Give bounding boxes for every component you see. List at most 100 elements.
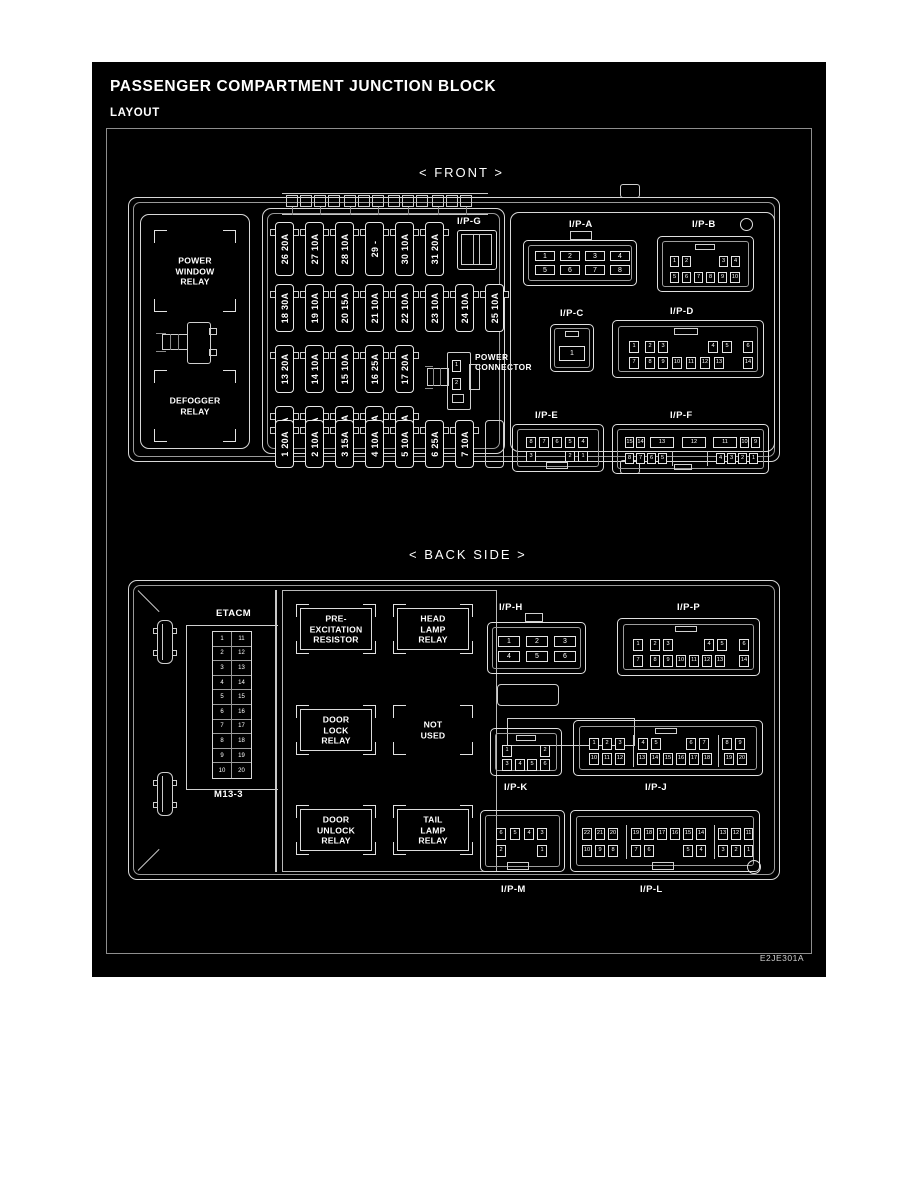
etacm-pin[interactable]: 4	[213, 675, 232, 691]
etacm-pin[interactable]: 17	[232, 720, 251, 735]
pin-ipj-20[interactable]: 20	[737, 753, 747, 765]
pin-ipp-3[interactable]: 3	[663, 639, 673, 651]
fuse-22[interactable]: 22 10A	[390, 284, 419, 332]
pin-ipb-10[interactable]: 10	[730, 272, 740, 283]
pin-ipa-4[interactable]: 4	[610, 251, 630, 261]
connector-ipk[interactable]: 1 2 3 4 5 6	[490, 728, 562, 776]
pin-ipb-3[interactable]: 3	[719, 256, 728, 267]
etacm-pin[interactable]: 3	[213, 661, 232, 676]
pin-ipl-21[interactable]: 21	[595, 828, 605, 840]
pin-ipl-15[interactable]: 15	[683, 828, 693, 840]
pin-ipl-16[interactable]: 16	[670, 828, 680, 840]
etacm-pin[interactable]: 5	[213, 690, 232, 705]
pin-ipa-5[interactable]: 5	[535, 265, 555, 275]
pin-ipp-10[interactable]: 10	[676, 655, 686, 667]
pin-ipd-3[interactable]: 3	[658, 341, 668, 353]
pin-ipj-13[interactable]: 13	[637, 753, 647, 765]
pin-ipf-1[interactable]: 1	[749, 453, 758, 464]
pin-ipa-2[interactable]: 2	[560, 251, 580, 261]
pin-ipl-12[interactable]: 12	[731, 828, 741, 840]
pin-ipj-14[interactable]: 14	[650, 753, 660, 765]
connector-ipc[interactable]: 1	[550, 324, 594, 372]
pin-ipp-14[interactable]: 14	[739, 655, 749, 667]
relay-slot-pre-excitation-resistor[interactable]: PRE- EXCITATION RESISTOR	[296, 604, 376, 654]
connector-ipa[interactable]: 1 2 3 4 5 6 7 8	[523, 231, 637, 286]
fuse-27[interactable]: 27 10A	[300, 222, 329, 276]
connector-ipm[interactable]: 6 5 4 3 2 1	[480, 810, 565, 872]
fuse-18[interactable]: 18 30A	[270, 284, 299, 332]
pin-ipf-15[interactable]: 15	[625, 437, 634, 448]
pin-ipj-16[interactable]: 16	[676, 753, 686, 765]
etacm-pin[interactable]: 10	[213, 763, 232, 778]
etacm-pin[interactable]: 18	[232, 734, 251, 749]
pin-ipl-20[interactable]: 20	[608, 828, 618, 840]
pin-ipf-8[interactable]: 8	[625, 453, 634, 464]
fuse-31[interactable]: 31 20A	[420, 222, 449, 276]
pin-iph-4[interactable]: 4	[498, 651, 520, 662]
pin-ipb-6[interactable]: 6	[682, 272, 691, 283]
etacm-pin[interactable]: 16	[232, 705, 251, 720]
fuse-24[interactable]: 24 10A	[450, 284, 479, 332]
pin-ipf-10[interactable]: 10	[740, 437, 749, 448]
pin-ipd-2[interactable]: 2	[645, 341, 655, 353]
pin-ipk-4[interactable]: 4	[515, 759, 525, 771]
pin-ipf-5[interactable]: 5	[658, 453, 667, 464]
pin-ipb-4[interactable]: 4	[731, 256, 740, 267]
pin-ipp-4[interactable]: 4	[704, 639, 714, 651]
fuse-2[interactable]: 2 10A	[300, 420, 329, 468]
pin-ipf-9[interactable]: 9	[751, 437, 760, 448]
connector-ipe[interactable]: 8 7 6 5 4 3 2 1	[512, 424, 604, 472]
pin-ipk-3[interactable]: 3	[502, 759, 512, 771]
pin-ipd-7[interactable]: 7	[629, 357, 639, 369]
relay-slot-door-lock-relay[interactable]: DOOR LOCK RELAY	[296, 705, 376, 755]
fuse-4[interactable]: 4 10A	[360, 420, 389, 468]
pin-ipj-2[interactable]: 2	[602, 738, 612, 750]
pin-ipl-11[interactable]: 11	[744, 828, 753, 840]
pin-ipp-11[interactable]: 11	[689, 655, 699, 667]
pin-ipf-6[interactable]: 6	[647, 453, 656, 464]
pin-ipm-2[interactable]: 2	[496, 845, 506, 857]
pin-ipl-17[interactable]: 17	[657, 828, 667, 840]
pin-ipj-17[interactable]: 17	[689, 753, 699, 765]
relay-slot-tail-lamp-relay[interactable]: TAIL LAMP RELAY	[393, 805, 473, 855]
etacm-connector[interactable]: 1 11 2 12 3 13 4 14 5 15 6 16	[212, 631, 252, 779]
etacm-pin[interactable]: 1	[213, 632, 232, 647]
pin-ipl-4[interactable]: 4	[696, 845, 706, 857]
pin-ipj-19[interactable]: 19	[724, 753, 734, 765]
pin-ipm-1[interactable]: 1	[537, 845, 547, 857]
pin-iph-5[interactable]: 5	[526, 651, 548, 662]
fuse-15[interactable]: 15 10A	[330, 345, 359, 393]
pin-ipj-6[interactable]: 6	[686, 738, 696, 750]
pin-ipj-3[interactable]: 3	[615, 738, 625, 750]
pin-ipd-14[interactable]: 14	[743, 357, 753, 369]
pin-ipd-5[interactable]: 5	[722, 341, 732, 353]
pin-ipk-1[interactable]: 1	[502, 745, 512, 757]
fuse-19[interactable]: 19 10A	[300, 284, 329, 332]
fuse-26[interactable]: 26 20A	[270, 222, 299, 276]
pin-ipf-7[interactable]: 7	[636, 453, 645, 464]
pin-ipd-9[interactable]: 9	[658, 357, 668, 369]
pin-ipf-13[interactable]: 13	[650, 437, 674, 448]
pin-ipm-3[interactable]: 3	[537, 828, 547, 840]
pin-ipe-2[interactable]: 2	[565, 451, 575, 462]
pin-ipp-13[interactable]: 13	[715, 655, 725, 667]
pin-ipl-13[interactable]: 13	[718, 828, 728, 840]
fuse-7[interactable]: 7 10A	[450, 420, 479, 468]
pin-ipl-10[interactable]: 10	[582, 845, 592, 857]
power-connector-pin-2[interactable]: 2	[452, 378, 461, 390]
pin-ipd-4[interactable]: 4	[708, 341, 718, 353]
pin-ipb-5[interactable]: 5	[670, 272, 679, 283]
fuse-14[interactable]: 14 10A	[300, 345, 329, 393]
pin-ipe-6[interactable]: 6	[552, 437, 562, 448]
fuse-21[interactable]: 21 10A	[360, 284, 389, 332]
pin-ipd-1[interactable]: 1	[629, 341, 639, 353]
fuse-17[interactable]: 17 20A	[390, 345, 419, 393]
pin-ipl-18[interactable]: 18	[644, 828, 654, 840]
pin-ipe-4[interactable]: 4	[578, 437, 588, 448]
fuse-23[interactable]: 23 10A	[420, 284, 449, 332]
pin-ipk-6[interactable]: 6	[540, 759, 550, 771]
fuse-5[interactable]: 5 10A	[390, 420, 419, 468]
pin-ipe-3[interactable]: 3	[526, 451, 536, 462]
connector-ipl[interactable]: 22 21 20 19 18 17 16 15 14 13 12 11 10 9…	[570, 810, 760, 872]
pin-ipl-14[interactable]: 14	[696, 828, 706, 840]
